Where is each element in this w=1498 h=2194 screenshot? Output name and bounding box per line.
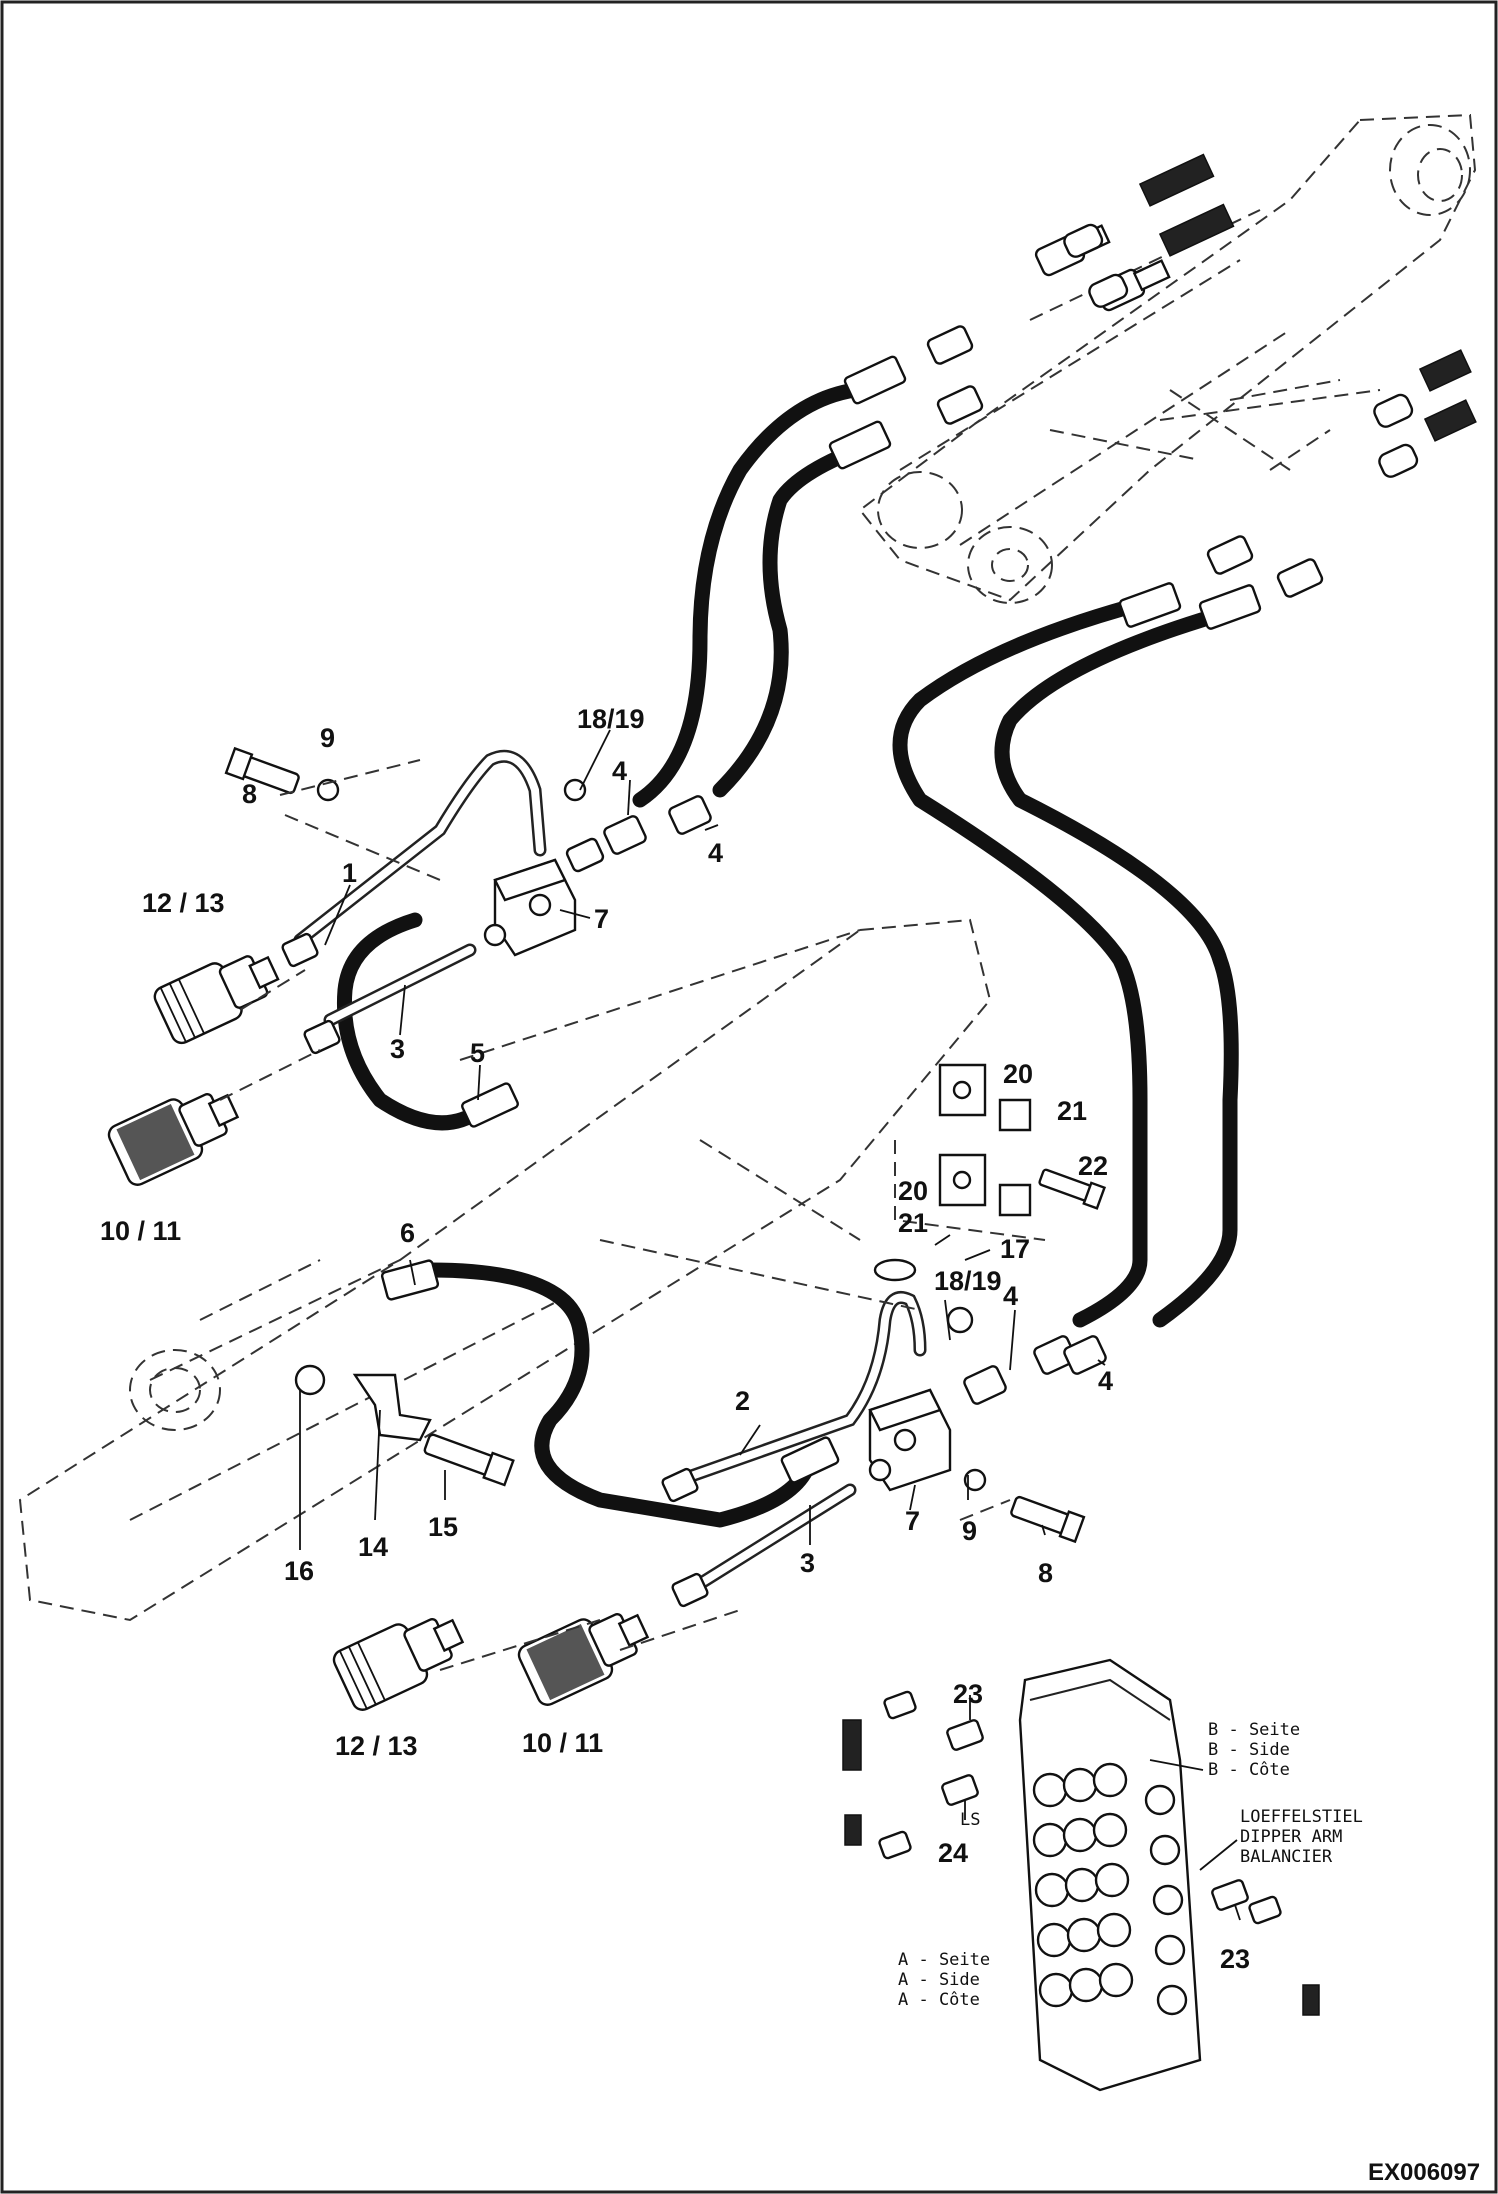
hose-part-6 xyxy=(380,1259,840,1528)
note-dipper-arm-de: LOEFFELSTIEL xyxy=(1240,1807,1363,1827)
label-part-24: 24 xyxy=(938,1838,968,1868)
label-part-12-13-lower: 12 / 13 xyxy=(335,1731,418,1761)
note-dipper-arm-en: DIPPER ARM xyxy=(1240,1827,1342,1847)
note-b-side-fr: B - Côte xyxy=(1208,1760,1290,1780)
label-part-5: 5 xyxy=(470,1038,485,1068)
coupling-12-13-lower xyxy=(332,1618,465,1711)
right-hoses xyxy=(892,582,1262,1328)
note-a-side-en: A - Side xyxy=(898,1970,980,1990)
label-part-18-19-upper: 18/19 xyxy=(577,704,645,734)
label-part-23-lower: 23 xyxy=(1220,1944,1250,1974)
note-ls: LS xyxy=(960,1810,980,1830)
label-part-4-c: 4 xyxy=(1003,1281,1018,1311)
lower-valve-assembly xyxy=(661,1258,1107,1608)
label-part-10-11-lower: 10 / 11 xyxy=(522,1728,603,1758)
label-part-10-11-upper: 10 / 11 xyxy=(100,1216,181,1246)
document-id: EX006097 xyxy=(1368,2159,1480,2186)
hose-part-5 xyxy=(336,912,519,1131)
leader-lines xyxy=(299,729,1241,1921)
note-b-side-de: B - Seite xyxy=(1208,1720,1300,1740)
label-part-9-upper: 9 xyxy=(320,723,335,753)
label-part-14: 14 xyxy=(358,1532,388,1562)
label-part-20-b: 20 xyxy=(898,1176,928,1206)
label-part-4-d: 4 xyxy=(1098,1366,1113,1396)
label-part-18-19-lower: 18/19 xyxy=(934,1266,1002,1296)
label-part-9-lower: 9 xyxy=(962,1516,977,1546)
label-part-23-upper: 23 xyxy=(953,1679,983,1709)
label-part-22: 22 xyxy=(1078,1151,1108,1181)
label-part-21-b: 21 xyxy=(898,1208,928,1238)
note-dipper-arm-fr: BALANCIER xyxy=(1240,1847,1333,1867)
label-part-12-13-upper: 12 / 13 xyxy=(142,888,225,918)
note-b-side-en: B - Side xyxy=(1208,1740,1290,1760)
label-part-4-b: 4 xyxy=(708,838,723,868)
label-part-20-a: 20 xyxy=(1003,1059,1033,1089)
note-a-side-de: A - Seite xyxy=(898,1950,990,1970)
label-part-7-upper: 7 xyxy=(594,904,609,934)
assembly-dash-lines xyxy=(219,759,1011,1671)
arm-end-fittings xyxy=(926,153,1477,598)
label-part-8-upper: 8 xyxy=(242,779,257,809)
coupling-10-11-upper xyxy=(107,1093,240,1186)
valve-block-notes: B - Seite B - Side B - Côte LOEFFELSTIEL… xyxy=(898,1720,1363,2010)
label-part-3-lower: 3 xyxy=(800,1548,815,1578)
label-part-16: 16 xyxy=(284,1556,314,1586)
label-part-7-lower: 7 xyxy=(905,1506,920,1536)
note-a-side-fr: A - Côte xyxy=(898,1990,980,2010)
clamp-set-20-21-22 xyxy=(894,1063,1107,1241)
part-labels: 8 9 18/19 4 4 1 7 12 / 13 3 5 10 / 11 20… xyxy=(100,704,1250,1974)
label-part-8-lower: 8 xyxy=(1038,1558,1053,1588)
boom-outline xyxy=(18,918,992,1622)
label-part-6: 6 xyxy=(400,1218,415,1248)
label-part-2: 2 xyxy=(735,1386,750,1416)
label-part-3-upper: 3 xyxy=(390,1034,405,1064)
label-part-17: 17 xyxy=(1000,1234,1030,1264)
coupling-10-11-lower xyxy=(517,1613,650,1706)
label-part-21-a: 21 xyxy=(1057,1096,1087,1126)
label-part-1: 1 xyxy=(342,858,357,888)
label-part-4-a: 4 xyxy=(612,756,627,786)
upper-valve-assembly xyxy=(224,746,712,1055)
dipper-arm-outline xyxy=(858,113,1477,604)
label-part-15: 15 xyxy=(428,1512,458,1542)
upper-hoses xyxy=(632,355,907,808)
boom-clamp-parts xyxy=(294,1364,515,1487)
coupling-12-13-upper xyxy=(153,955,280,1045)
control-valve-block xyxy=(842,1658,1320,2092)
